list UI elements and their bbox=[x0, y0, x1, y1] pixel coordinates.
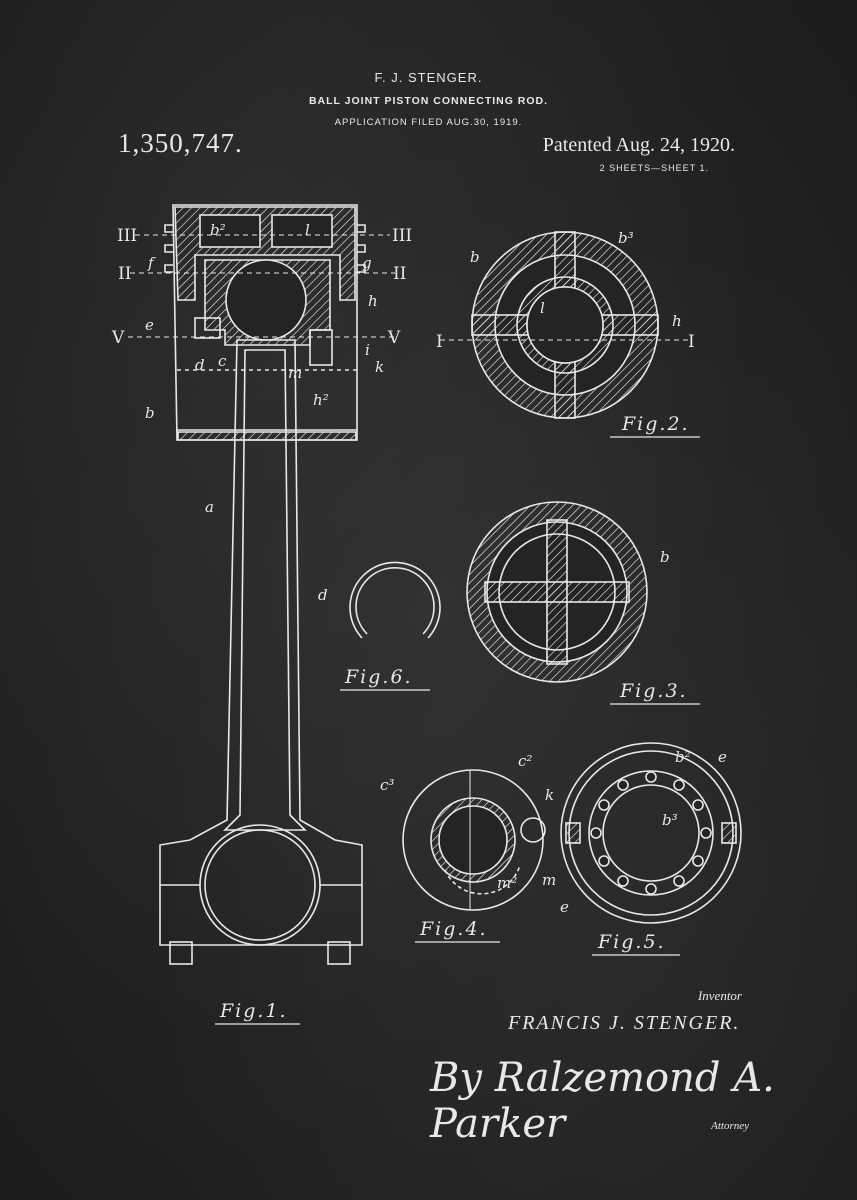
label-c: c bbox=[218, 352, 227, 370]
label-III-right: III bbox=[392, 226, 412, 246]
label-d-fig6: d bbox=[318, 586, 328, 604]
attorney-label: Attorney bbox=[711, 1120, 749, 1132]
label-III-left: III bbox=[117, 226, 137, 246]
label-f: f bbox=[147, 254, 156, 272]
label-m-fig1: m bbox=[288, 364, 302, 382]
label-b-fig1: b bbox=[145, 404, 155, 422]
fig5-label: Fig.5. bbox=[597, 931, 666, 953]
label-V-left: V bbox=[111, 328, 125, 348]
filing-date: APPLICATION FILED AUG.30, 1919. bbox=[334, 117, 523, 128]
label-l-fig2: l bbox=[540, 299, 545, 317]
label-k-fig1: k bbox=[375, 358, 384, 376]
label-I-right: I bbox=[688, 332, 695, 352]
label-h-fig1: h bbox=[368, 292, 378, 310]
label-h2: h² bbox=[313, 391, 329, 409]
sheet-count: 2 SHEETS—SHEET 1. bbox=[599, 163, 709, 173]
patent-number: 1,350,747. bbox=[118, 128, 243, 158]
inventor-header: F. J. STENGER. bbox=[374, 70, 483, 85]
fig1-drawing bbox=[128, 204, 395, 965]
label-c2: c² bbox=[518, 752, 532, 770]
label-V-right: V bbox=[387, 328, 401, 348]
label-i: i bbox=[365, 341, 370, 359]
label-g: g bbox=[362, 254, 372, 272]
patent-title: BALL JOINT PISTON CONNECTING ROD. bbox=[308, 95, 549, 107]
label-e-fig5-bottom: e bbox=[560, 898, 569, 916]
label-b-fig3: b bbox=[660, 548, 670, 566]
label-c3: c³ bbox=[380, 776, 394, 794]
fig6-label: Fig.6. bbox=[344, 666, 413, 688]
label-I-left: I bbox=[436, 332, 443, 352]
label-e-fig5-top: e bbox=[718, 748, 727, 766]
fig2-drawing bbox=[440, 231, 690, 419]
fig4-drawing bbox=[402, 769, 546, 911]
fig1-label: Fig.1. bbox=[219, 1000, 288, 1022]
label-m-fig4: m bbox=[542, 871, 556, 889]
label-II-left: II bbox=[118, 264, 131, 284]
label-II-right: II bbox=[393, 264, 406, 284]
fig3-drawing bbox=[466, 501, 648, 683]
fig5-drawing bbox=[560, 742, 742, 924]
patented-date: Patented Aug. 24, 1920. bbox=[542, 134, 735, 156]
fig4-label: Fig.4. bbox=[419, 918, 488, 940]
label-b3-fig2: b³ bbox=[618, 229, 634, 247]
inventor-label: Inventor bbox=[697, 988, 742, 1003]
label-a: a bbox=[205, 498, 214, 516]
label-b2-fig1: b² bbox=[210, 221, 226, 239]
label-h-fig2: h bbox=[672, 312, 682, 330]
label-b3-fig5: b³ bbox=[662, 811, 678, 829]
fig3-label: Fig.3. bbox=[619, 680, 688, 702]
label-b2-fig5: b² bbox=[675, 748, 691, 766]
fig2-label: Fig.2. bbox=[621, 413, 690, 435]
inventor-name: FRANCIS J. STENGER. bbox=[508, 1012, 741, 1034]
attorney-signature: By Ralzemond A. Parker bbox=[430, 1055, 775, 1147]
label-l-fig1: l bbox=[305, 221, 310, 239]
label-m2: m² bbox=[497, 874, 517, 892]
fig6-drawing bbox=[349, 561, 441, 639]
label-e-fig1: e bbox=[145, 316, 154, 334]
label-k-fig4: k bbox=[545, 786, 554, 804]
label-d-fig1: d bbox=[195, 356, 205, 374]
label-b-fig2: b bbox=[470, 248, 480, 266]
